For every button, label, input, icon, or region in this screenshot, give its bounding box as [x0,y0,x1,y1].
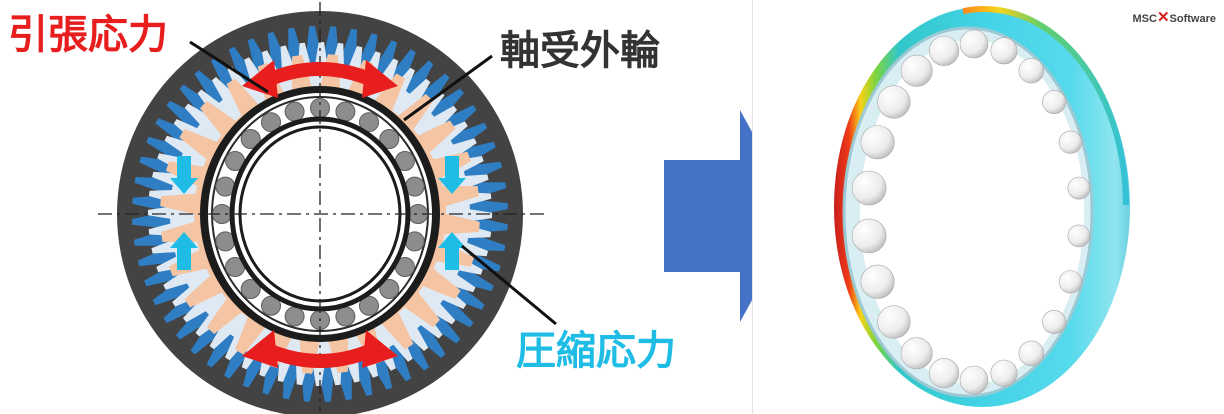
fea-ball [959,365,989,395]
tension-arrow-icon [242,60,278,98]
logo-text-msc: MSC [1132,13,1157,25]
fea-ball [1067,224,1091,248]
fea-ball [990,359,1018,387]
fea-ball [1067,176,1091,200]
fea-ball [860,125,895,160]
roller-ball [335,306,356,327]
roller-ball [335,101,356,122]
fea-ball [929,35,960,66]
outer-ring-label: 軸受外輪 [500,28,660,74]
logo-text-software: Software [1169,13,1216,25]
tension-arrow-shaft [265,62,375,87]
roller-ball [379,129,400,149]
compressive-stress-label: 圧縮応力 [516,328,676,374]
leader-line-outer-ring [403,54,493,122]
tensile-stress-label: 引張応力 [8,12,168,58]
roller-ball [359,295,379,316]
fea-ball [860,264,895,299]
fea-ball [929,358,960,389]
roller-ball [240,129,261,149]
tension-arrow-icon [362,330,398,368]
tension-arrow-shaft [265,343,375,368]
roller-ball [284,306,305,327]
fea-ring-inner-void [860,40,1084,384]
fea-ring-top-accent [839,6,1129,404]
compression-arrow-right-upper [438,156,466,194]
leader-line-tensile [189,40,269,94]
fea-ball [900,337,933,370]
roller-ball [261,295,281,316]
msc-software-logo: MSC✕Software [1133,8,1217,26]
compression-arrow-left-upper [170,156,198,194]
compression-arrow-icon [170,156,198,194]
x-mark-icon: ✕ [1156,9,1170,26]
fea-ball [1042,90,1067,115]
fea-ball [877,305,911,339]
leader-line-compressive [461,244,557,326]
fea-ball [1018,340,1044,366]
compression-arrow-left-lower [170,232,198,270]
fea-ball [1058,130,1083,154]
compression-arrow-icon [170,232,198,270]
tensile-arrow-top [242,60,398,98]
tension-arrow-icon [242,330,278,368]
fea-ball-set [851,29,1091,395]
roller-ball [261,112,281,133]
fea-ball [990,37,1018,65]
compression-arrow-icon [438,156,466,194]
panel-divider [752,0,753,414]
direction-arrow-icon [664,110,752,322]
fea-ball [1018,57,1044,84]
fea-ball [851,170,887,206]
roller-ball [284,101,305,122]
fea-ball [877,85,911,119]
bearing-schematic [98,2,752,414]
fea-ball [851,218,887,254]
tension-arrow-icon [362,60,398,98]
fea-ring-render [834,6,1130,407]
fea-ball [1058,270,1083,294]
roller-ball [379,279,400,299]
compression-arrow-right-lower [438,232,466,270]
compression-arrow-icon [438,232,466,270]
fea-ball [1042,309,1067,334]
roller-ball [359,112,379,133]
left-schematic-panel: 引張応力 軸受外輪 圧縮応力 [8,2,752,414]
right-fea-panel: MSC✕Software [752,0,1224,414]
roller-ball [240,279,261,299]
tensile-arrow-bottom [242,330,398,368]
fea-ball [959,29,989,59]
fea-ball [900,54,933,87]
